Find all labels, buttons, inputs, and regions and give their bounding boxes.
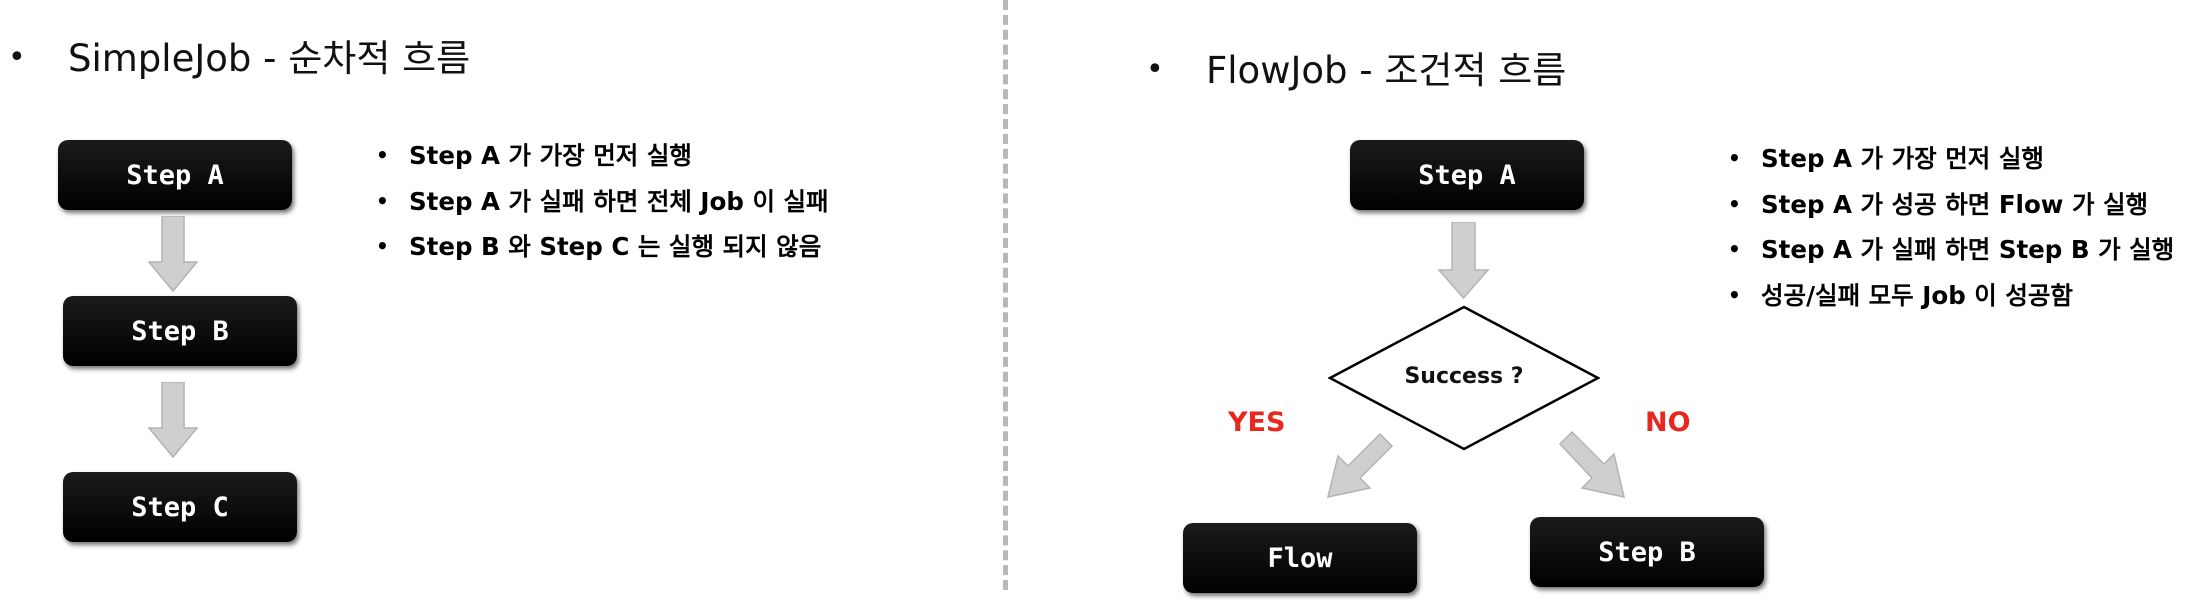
no-branch-arrow bbox=[1558, 430, 1625, 498]
heading-bullet: • bbox=[8, 40, 26, 75]
panel-divider bbox=[1003, 0, 1008, 590]
simple-step-b-box: Step B bbox=[63, 296, 297, 366]
note-item: •성공/실패 모두 Job 이 성공함 bbox=[1728, 280, 2073, 310]
no-label: NO bbox=[1645, 407, 1691, 438]
down-arrow-1 bbox=[148, 216, 198, 292]
note-item: •Step A 가 실패 하면 Step B 가 실행 bbox=[1728, 235, 2175, 264]
flow-target-label: Flow bbox=[1267, 542, 1333, 574]
flowjob-heading: • FlowJob - 조건적 흐름 bbox=[1146, 40, 1566, 94]
flowjob-notes: •Step A 가 가장 먼저 실행 •Step A 가 성공 하면 Flow … bbox=[1728, 136, 2174, 318]
flow-target-box: Flow bbox=[1183, 523, 1417, 593]
yes-label: YES bbox=[1228, 407, 1286, 438]
heading-bullet: • bbox=[1146, 52, 1164, 87]
note-item: •Step A 가 실패 하면 전체 Job 이 실패 bbox=[376, 186, 829, 216]
down-arrow-to-decision bbox=[1438, 222, 1490, 300]
flowjob-title: FlowJob - 조건적 흐름 bbox=[1206, 49, 1567, 92]
note-item: •Step B 와 Step C 는 실행 되지 않음 bbox=[376, 232, 822, 261]
note-item: •Step A 가 성공 하면 Flow 가 실행 bbox=[1728, 189, 2149, 219]
yes-branch-arrow bbox=[1326, 432, 1394, 498]
simple-step-a-label: Step A bbox=[126, 159, 224, 191]
flow-step-b-box: Step B bbox=[1530, 517, 1764, 587]
simple-step-a-box: Step A bbox=[58, 140, 292, 210]
simplejob-notes: •Step A 가 가장 먼저 실행 •Step A 가 실패 하면 전체 Jo… bbox=[376, 133, 829, 270]
simple-step-b-label: Step B bbox=[131, 315, 229, 347]
note-item: •Step A 가 가장 먼저 실행 bbox=[376, 141, 692, 170]
down-arrow-2 bbox=[148, 382, 198, 458]
decision-label: Success ? bbox=[1404, 364, 1524, 389]
flow-step-a-label: Step A bbox=[1418, 159, 1516, 191]
simplejob-heading: • SimpleJob - 순차적 흐름 bbox=[8, 28, 470, 82]
decision-diamond bbox=[1328, 305, 1600, 451]
simplejob-title: SimpleJob - 순차적 흐름 bbox=[68, 37, 471, 80]
simple-step-c-box: Step C bbox=[63, 472, 297, 542]
flow-step-a-box: Step A bbox=[1350, 140, 1584, 210]
simple-step-c-label: Step C bbox=[131, 491, 229, 523]
flow-step-b-label: Step B bbox=[1598, 536, 1696, 568]
note-item: •Step A 가 가장 먼저 실행 bbox=[1728, 144, 2044, 173]
